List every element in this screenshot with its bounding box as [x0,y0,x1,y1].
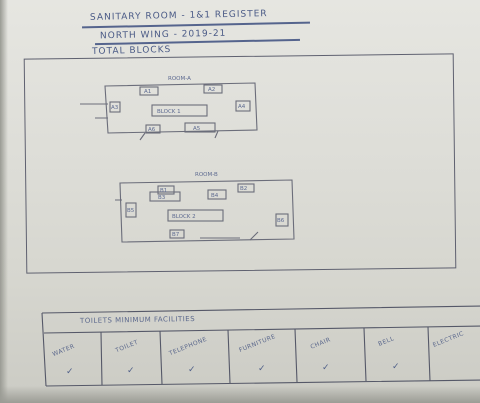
layout-2-box-label: B3 [158,195,166,201]
layout-1-outline [104,82,258,134]
table-column-lines [100,326,431,386]
page-shadow-left [0,0,8,403]
layout-2-box-label: B4 [211,193,219,199]
layout-2-center-label: BLOCK 2 [172,214,196,220]
layout-2-box-label: B6 [277,218,285,224]
layout-2-box [275,213,289,227]
layout-2-box-label: B1 [160,188,167,194]
layout-1-center [151,104,208,117]
layout-2-box [149,191,181,202]
layout-1-box [145,124,161,134]
layout-1-box-label: A5 [193,126,201,132]
layout-1-box-label: A4 [238,104,246,110]
page-shadow-bottom [0,386,480,403]
layout-1-box [139,86,159,96]
layout-1-box-label: A3 [111,105,119,111]
layout-2-box [207,189,227,200]
layout-1-heading: ROOM-A [168,76,191,82]
layout-1-box-label: A6 [148,127,156,133]
layout-2-box-label: B5 [127,208,135,214]
layout-1-box [109,101,121,113]
check-mark: ✓ [127,365,135,375]
check-mark: ✓ [322,362,330,372]
check-mark: ✓ [258,363,266,373]
layout-2-outline [119,179,295,243]
check-mark: ✓ [66,366,74,376]
table-outline [41,305,480,387]
layout-2-box [157,185,175,195]
layout-1-box [203,84,223,94]
layout-1-box-label: A1 [144,89,151,95]
layout-1-box [235,100,251,112]
layout-1-center-label: BLOCK 1 [157,109,181,115]
layout-2-box [169,229,185,239]
layout-2-box [125,202,137,218]
layout-1-box [184,122,216,133]
layout-1-box-label: A2 [208,87,215,93]
layout-2-box-label: B7 [172,232,180,238]
check-mark: ✓ [392,361,400,371]
layout-2-center [167,209,224,222]
layout-2-box [237,183,255,193]
layout-2-box-label: B2 [240,186,247,192]
check-mark: ✓ [188,364,196,374]
layout-2-heading: ROOM-B [195,172,218,178]
